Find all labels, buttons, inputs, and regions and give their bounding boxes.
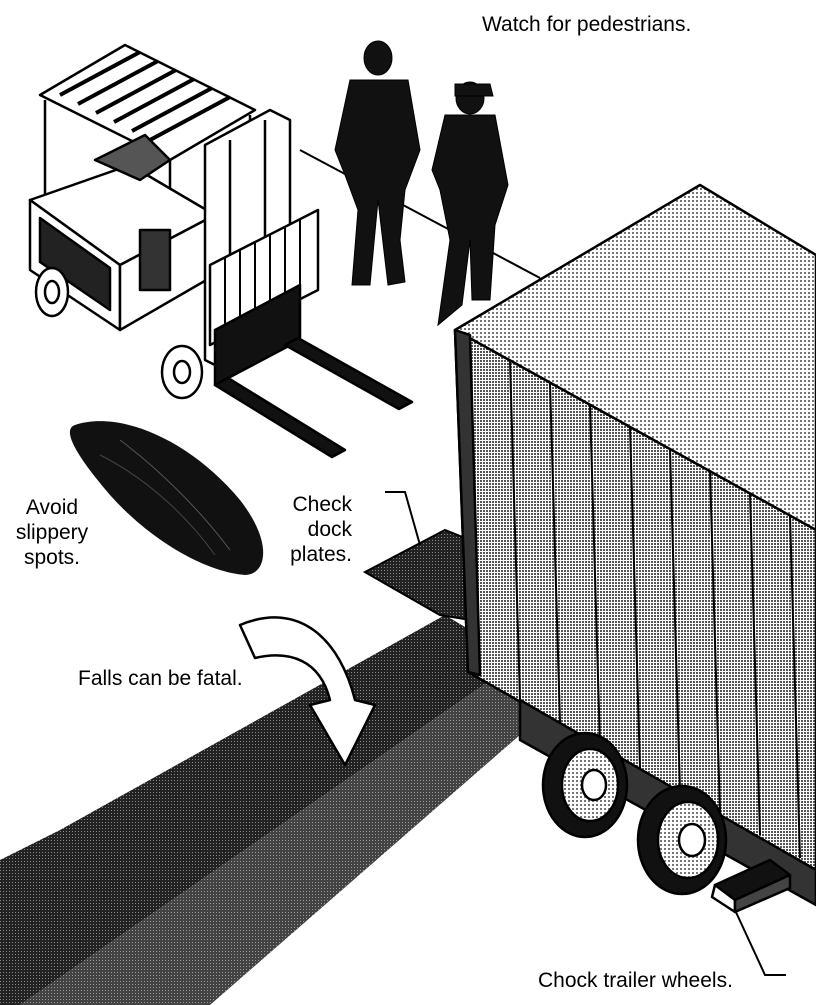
chock-label: Chock trailer wheels. (538, 968, 733, 993)
pedestrian-left (335, 41, 420, 285)
trailer (455, 185, 816, 905)
dock-line-2: dock (270, 517, 352, 542)
dock-line-3: plates. (270, 542, 352, 567)
wheel-chock (712, 860, 790, 912)
slippery-spots-label: Avoid slippery spots. (4, 495, 100, 570)
chock-leader (735, 910, 786, 975)
dock-plate-leader (385, 492, 420, 545)
dock-line-1: Check (270, 492, 352, 517)
slippery-line-3: spots. (4, 545, 100, 570)
slippery-line-1: Avoid (4, 495, 100, 520)
pedestrians-label: Watch for pedestrians. (482, 12, 691, 37)
dock-plates-label: Check dock plates. (270, 492, 352, 567)
pedestrian-right (432, 82, 508, 325)
dock-plate (365, 530, 470, 620)
falls-label: Falls can be fatal. (78, 666, 243, 691)
slippery-line-2: slippery (4, 520, 100, 545)
